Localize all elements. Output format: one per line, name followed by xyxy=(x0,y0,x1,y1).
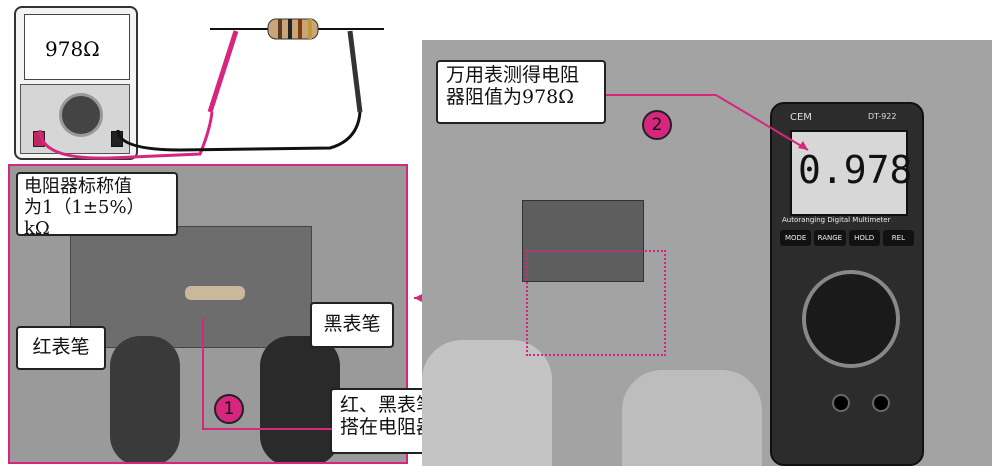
step1-horizontal-line xyxy=(202,428,332,430)
meter-subtitle: Autoranging Digital Multimeter xyxy=(782,216,891,224)
black-probe-photo xyxy=(260,336,340,462)
range-button[interactable]: RANGE xyxy=(814,230,846,246)
meter-panel xyxy=(20,84,130,154)
nominal-value-callout: 电阻器标称值 为1（1±5%）kΩ xyxy=(16,172,178,240)
function-buttons-row: MODE RANGE HOLD REL xyxy=(780,230,914,246)
range-selector-dial xyxy=(59,93,103,137)
volt-ohm-jack xyxy=(872,394,890,412)
analog-meter-diagram: 978Ω xyxy=(14,6,138,160)
step1-marker: 1 xyxy=(214,394,244,424)
measured-value-callout: 万用表测得电阻 器阻值为978Ω xyxy=(436,60,606,124)
input-jacks xyxy=(792,394,902,414)
circuit-board-with-wires xyxy=(522,200,644,282)
step1-vertical-line xyxy=(202,318,204,428)
black-probe-callout: 黑表笔 xyxy=(310,302,394,348)
lcd-display: 0.978 xyxy=(790,130,912,216)
resistor-photo xyxy=(185,286,245,300)
hand-right xyxy=(622,370,762,466)
meter-brand: CEM xyxy=(790,112,812,123)
red-probe-callout: 红表笔 xyxy=(16,326,106,370)
digital-multimeter: CEM DT-922 0.978 Autoranging Digital Mul… xyxy=(770,102,924,466)
rel-button[interactable]: REL xyxy=(882,230,914,246)
lcd-reading: 0.978 xyxy=(798,148,913,192)
meter-model: DT-922 xyxy=(868,112,897,121)
com-jack xyxy=(832,394,850,412)
red-probe-label: 红表笔 xyxy=(32,336,90,358)
step2-marker: 2 xyxy=(642,110,672,140)
nominal-label-line2: 为1（1±5%）kΩ xyxy=(24,197,145,240)
meter-reading: 978Ω xyxy=(45,37,100,61)
meter-scale-window: 978Ω xyxy=(24,14,130,80)
hand-left xyxy=(422,340,552,466)
rotary-dial[interactable] xyxy=(802,270,900,368)
nominal-label-line1: 电阻器标称值 xyxy=(24,176,132,197)
red-probe-photo xyxy=(110,336,180,462)
measured-line2: 器阻值为978Ω xyxy=(446,86,575,109)
step2-horizontal-line xyxy=(606,94,716,96)
mode-button[interactable]: MODE xyxy=(780,230,812,246)
black-probe-label: 黑表笔 xyxy=(323,313,381,335)
inspection-region-box xyxy=(526,250,666,356)
hold-button[interactable]: HOLD xyxy=(848,230,880,246)
measured-line1: 万用表测得电阻 xyxy=(446,64,580,86)
